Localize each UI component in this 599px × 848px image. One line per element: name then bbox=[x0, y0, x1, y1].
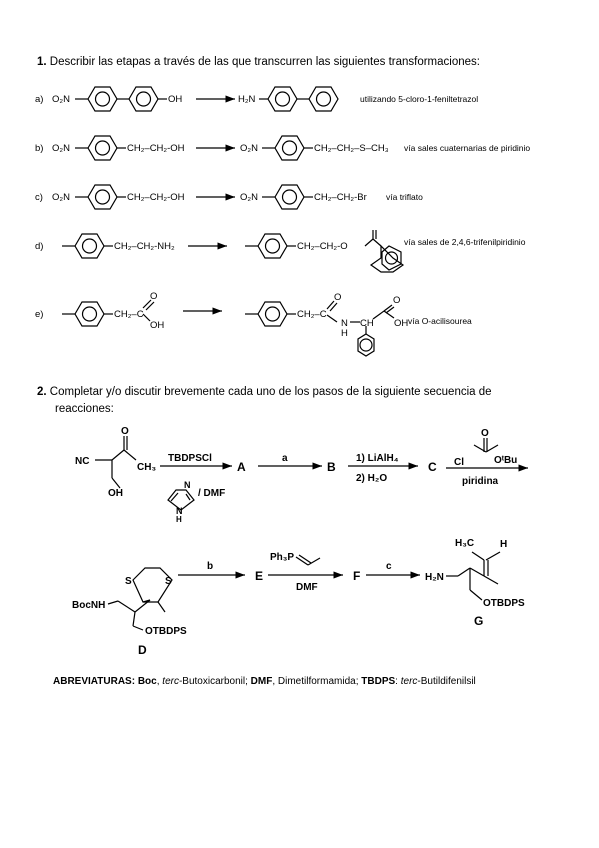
solvent-dmf: / DMF bbox=[198, 488, 225, 499]
q1-text: Describir las etapas a través de las que… bbox=[49, 56, 480, 68]
compound-g: G bbox=[474, 614, 483, 628]
item-b-o2n: O₂N bbox=[52, 143, 70, 154]
abbr-tbdps-desc: -Butildifenilsil bbox=[417, 676, 476, 687]
item-b-product-o2n: O₂N bbox=[240, 143, 258, 154]
item-e-product-chain: CH₂–C bbox=[297, 309, 327, 320]
g-h: H bbox=[500, 539, 507, 550]
item-d-chain: CH₂–CH₂-NH₂ bbox=[114, 241, 175, 252]
item-b-label: b) bbox=[35, 143, 43, 154]
boc-base: piridina bbox=[462, 476, 499, 487]
abbr-boc-desc: -Butoxicarbonil; bbox=[178, 676, 248, 687]
q1-statement: 1. Describir las etapas a través de las … bbox=[37, 56, 480, 68]
step-a: a bbox=[282, 453, 288, 464]
item-a-oh: OH bbox=[168, 94, 182, 105]
abbr-title: ABREVIATURAS: bbox=[53, 676, 136, 687]
item-e-label: e) bbox=[35, 309, 43, 320]
step-b: b bbox=[207, 561, 213, 572]
item-e-condition: vía O-acilisourea bbox=[408, 316, 472, 326]
imidazole-n2: N bbox=[176, 506, 183, 516]
compound-e: E bbox=[255, 569, 263, 583]
item-c-chain: CH₂–CH₂-OH bbox=[127, 192, 185, 203]
item-a-o2n: O₂N bbox=[52, 94, 70, 105]
abbr-boc-terc: terc bbox=[162, 676, 179, 687]
abbreviations-line: ABREVIATURAS: Boc, terc-Butoxicarbonil; … bbox=[53, 676, 476, 687]
q1-number: 1. bbox=[37, 56, 47, 68]
item-e-o: O bbox=[150, 291, 157, 302]
boc-obu: OᵗBu bbox=[494, 455, 517, 466]
item-c-o2n: O₂N bbox=[52, 192, 70, 203]
item-d-condition: vía sales de 2,4,6-trifenilpiridinio bbox=[404, 237, 526, 247]
item-d-product-chain: CH₂–CH₂-O bbox=[297, 241, 348, 252]
item-e-oh: OH bbox=[150, 320, 164, 331]
compound-f: F bbox=[353, 569, 360, 583]
d-otbdps: OTBDPS bbox=[145, 626, 187, 637]
reagent-tbdpscl: TBDPSCl bbox=[168, 453, 212, 464]
start-ch3: CH₃ bbox=[137, 462, 156, 473]
ylide-ph3p: Ph₃P bbox=[270, 552, 294, 563]
d-s2: S bbox=[165, 576, 172, 587]
compound-b: B bbox=[327, 460, 336, 474]
imidazole-n1: N bbox=[184, 480, 191, 490]
g-otbdps: OTBDPS bbox=[483, 598, 525, 609]
abbr-comma-1: , bbox=[156, 676, 163, 687]
q2-statement: 2. Completar y/o discutir brevemente cad… bbox=[37, 386, 492, 398]
reagent-h2o: 2) H₂O bbox=[356, 473, 387, 484]
start-nc: NC bbox=[75, 456, 89, 467]
item-c-product-o2n: O₂N bbox=[240, 192, 258, 203]
q2-number: 2. bbox=[37, 386, 47, 398]
ylide-dmf: DMF bbox=[296, 582, 318, 593]
item-e-product-oh: OH bbox=[394, 318, 408, 329]
compound-c: C bbox=[428, 460, 437, 474]
item-e-product-n: N bbox=[341, 318, 348, 329]
abbr-dmf: DMF bbox=[250, 676, 273, 687]
item-a-h2n: H₂N bbox=[238, 94, 256, 105]
item-b-product-chain: CH₂–CH₂–S–CH₃ bbox=[314, 143, 389, 154]
abbr-boc: Boc bbox=[137, 676, 157, 687]
d-bocnh: BocNH bbox=[72, 600, 105, 611]
abbr-colon: : bbox=[395, 676, 401, 687]
item-e-product-o: O bbox=[334, 292, 341, 303]
item-c-condition: vía triflato bbox=[386, 192, 423, 202]
item-e-product-o2: O bbox=[393, 295, 400, 306]
reagent-lialh4: 1) LiAlH₄ bbox=[356, 453, 399, 464]
g-h3c: H₃C bbox=[455, 538, 474, 549]
start-o: O bbox=[121, 426, 129, 437]
item-d-label: d) bbox=[35, 241, 43, 252]
item-b-condition: vía sales cuaternarias de piridinio bbox=[404, 143, 530, 153]
step-c: c bbox=[386, 561, 392, 572]
d-s1: S bbox=[125, 576, 132, 587]
item-c-label: c) bbox=[35, 192, 43, 203]
abbr-tbdps: TBDPS bbox=[361, 676, 396, 687]
q2-text-line1: Completar y/o discutir brevemente cada u… bbox=[49, 386, 492, 398]
compound-d: D bbox=[138, 643, 147, 657]
boc-cl: Cl bbox=[454, 457, 464, 468]
start-oh: OH bbox=[108, 488, 123, 499]
item-b-chain: CH₂–CH₂-OH bbox=[127, 143, 185, 154]
abbr-dmf-desc: , Dimetilformamida; bbox=[272, 676, 359, 687]
boc-o: O bbox=[481, 428, 489, 439]
compound-a: A bbox=[237, 460, 246, 474]
item-e-chain: CH₂–C bbox=[114, 309, 144, 320]
item-a-condition: utilizando 5-cloro-1-feniltetrazol bbox=[360, 94, 478, 104]
abbr-tbdps-terc: terc bbox=[400, 676, 418, 687]
item-a-label: a) bbox=[35, 94, 43, 105]
item-e-product-ch: CH bbox=[360, 318, 374, 329]
item-c-product-chain: CH₂–CH₂-Br bbox=[314, 192, 367, 203]
imidazole-h: H bbox=[176, 515, 182, 524]
item-e-product-h: H bbox=[341, 328, 348, 339]
q2-statement-line2: reacciones: bbox=[55, 403, 114, 415]
g-h2n: H₂N bbox=[425, 572, 444, 583]
